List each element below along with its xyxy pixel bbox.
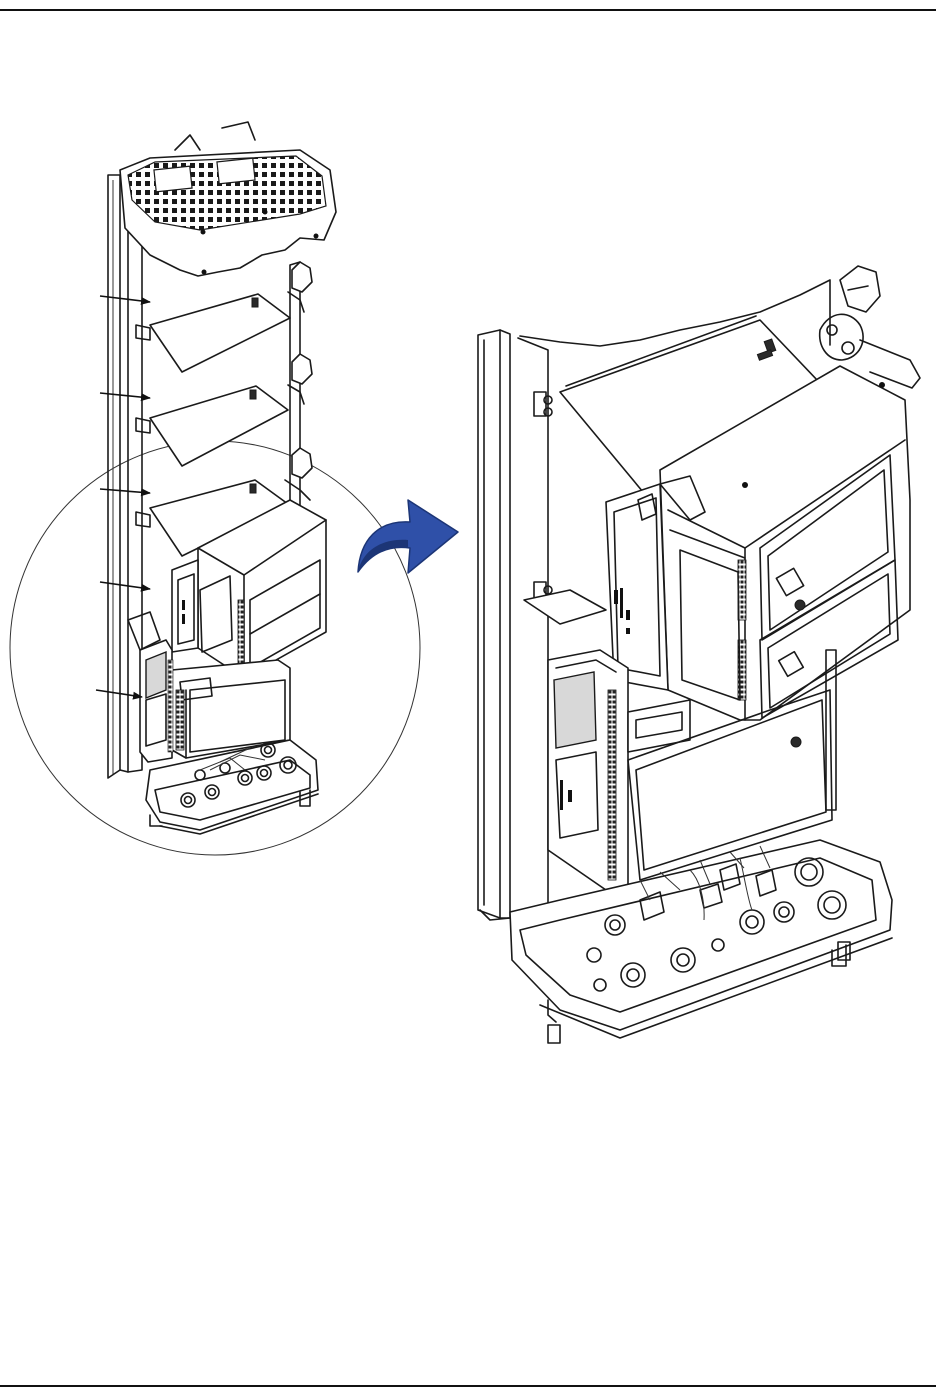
assembled-cabinet-detail <box>478 266 920 1043</box>
transition-arrow <box>358 500 458 573</box>
footer-rule <box>0 1385 936 1387</box>
callout-arrow-5 <box>96 690 142 697</box>
exploded-cabinet-view <box>10 122 420 855</box>
